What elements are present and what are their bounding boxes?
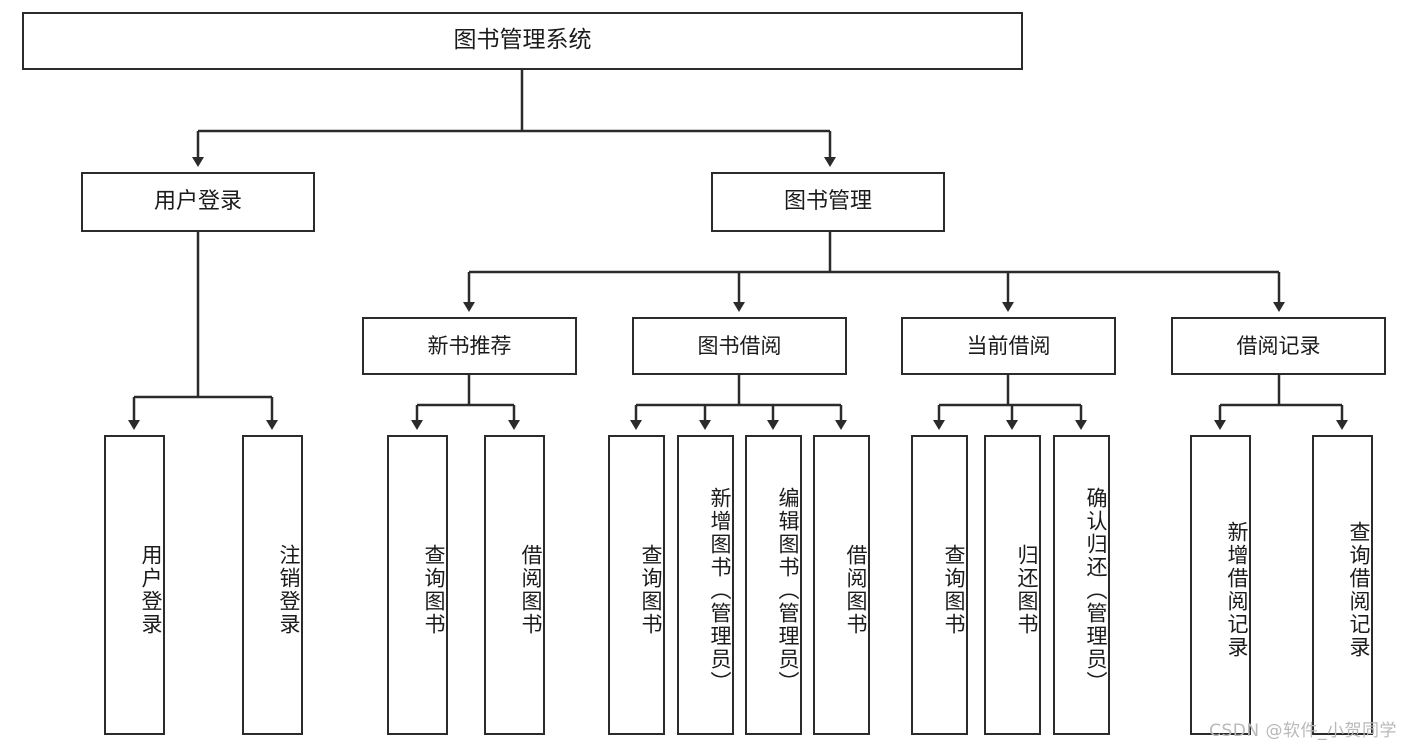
node-borrow-record-label: 借阅记录 (1236, 333, 1321, 358)
leaf-borrow-book[interactable]: 借阅图书 (813, 435, 870, 735)
node-user-login-label: 用户登录 (153, 189, 242, 215)
node-book-borrow[interactable]: 图书借阅 (632, 317, 847, 375)
leaf-return-book[interactable]: 归还图书 (984, 435, 1041, 735)
node-new-book-recommend-label: 新书推荐 (427, 333, 512, 358)
leaf-add-borrow-record-label: 新增借阅记录 (1225, 521, 1249, 659)
leaf-confirm-return-admin[interactable]: 确认归还（管理员） (1053, 435, 1110, 735)
leaf-borrow-book-recommend-label: 借阅图书 (519, 544, 543, 636)
node-book-management-label: 图书管理 (783, 189, 872, 215)
node-borrow-record[interactable]: 借阅记录 (1171, 317, 1386, 375)
node-new-book-recommend[interactable]: 新书推荐 (362, 317, 577, 375)
leaf-query-borrow-record[interactable]: 查询借阅记录 (1312, 435, 1373, 735)
node-current-borrow-label: 当前借阅 (966, 333, 1051, 358)
leaf-edit-book-admin[interactable]: 编辑图书（管理员） (745, 435, 802, 735)
leaf-logout[interactable]: 注销登录 (242, 435, 303, 735)
leaf-add-book-admin-label: 新增图书（管理员） (708, 486, 732, 694)
leaf-add-borrow-record[interactable]: 新增借阅记录 (1190, 435, 1251, 735)
leaf-query-book-recommend-label: 查询图书 (422, 544, 446, 636)
leaf-query-book-current-label: 查询图书 (942, 544, 966, 636)
leaf-borrow-book-recommend[interactable]: 借阅图书 (484, 435, 545, 735)
node-book-borrow-label: 图书借阅 (697, 333, 782, 358)
leaf-query-book-borrow[interactable]: 查询图书 (608, 435, 665, 735)
node-root-label: 图书管理系统 (453, 27, 592, 54)
node-book-management[interactable]: 图书管理 (711, 172, 945, 232)
leaf-user-login-label: 用户登录 (139, 544, 163, 636)
leaf-query-borrow-record-label: 查询借阅记录 (1347, 521, 1371, 659)
leaf-borrow-book-label: 借阅图书 (844, 544, 868, 636)
leaf-confirm-return-admin-label: 确认归还（管理员） (1084, 486, 1108, 694)
leaf-query-book-current[interactable]: 查询图书 (911, 435, 968, 735)
node-current-borrow[interactable]: 当前借阅 (901, 317, 1116, 375)
node-user-login[interactable]: 用户登录 (81, 172, 315, 232)
leaf-query-book-recommend[interactable]: 查询图书 (387, 435, 448, 735)
node-root[interactable]: 图书管理系统 (22, 12, 1023, 70)
leaf-add-book-admin[interactable]: 新增图书（管理员） (677, 435, 734, 735)
leaf-edit-book-admin-label: 编辑图书（管理员） (776, 486, 800, 694)
leaf-query-book-borrow-label: 查询图书 (639, 544, 663, 636)
leaf-logout-label: 注销登录 (277, 544, 301, 636)
leaf-return-book-label: 归还图书 (1015, 544, 1039, 636)
leaf-user-login[interactable]: 用户登录 (104, 435, 165, 735)
